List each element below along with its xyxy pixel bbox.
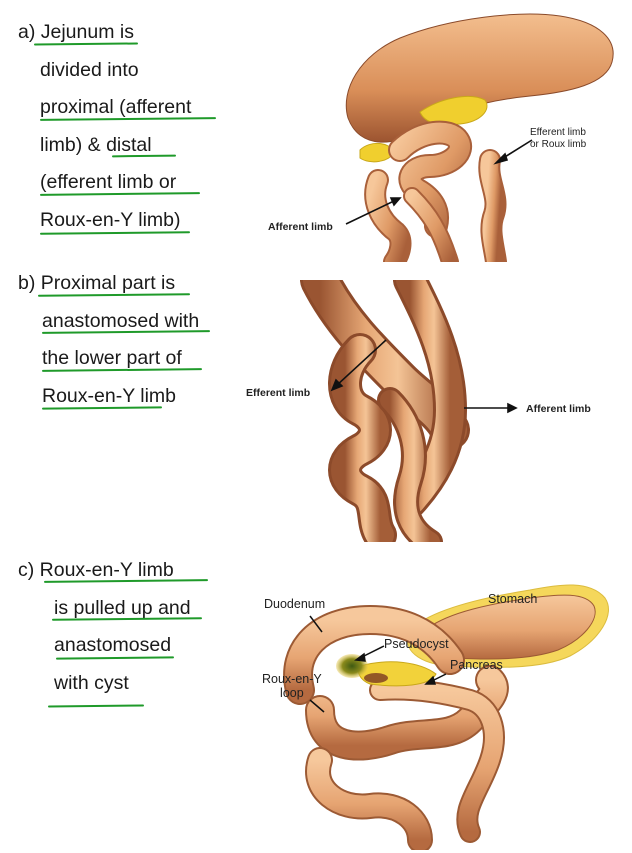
note-c-line-4: with cyst — [54, 671, 129, 694]
bowel-loops — [300, 280, 470, 542]
note-c-line-1: c) Roux-en-Y limb — [18, 559, 174, 581]
bowel-loops — [364, 120, 507, 262]
note-a-line-1: a) Jejunum is — [18, 21, 134, 43]
label-roux-en-y-loop: Roux-en-Y loop — [262, 672, 322, 700]
note-a-line-3: proximal (afferent — [40, 96, 192, 118]
label-pancreas: Pancreas — [450, 658, 503, 672]
arrow-icon — [464, 402, 518, 414]
label-afferent-limb-a: Afferent limb — [268, 221, 333, 233]
stomach-shape — [345, 13, 614, 143]
underline — [47, 704, 145, 708]
arrow-icon — [309, 699, 325, 713]
note-c-line-2: is pulled up and — [54, 596, 191, 619]
anastomosis-illustration — [300, 280, 518, 542]
arrow-icon — [345, 197, 402, 225]
note-a-line-2: divided into — [40, 58, 139, 81]
note-a: a) Jejunum is divided into proximal (aff… — [18, 14, 191, 239]
note-b: b) Proximal part is anastomosed with the… — [18, 265, 199, 415]
arrow-icon — [354, 645, 385, 662]
arrow-icon — [493, 139, 533, 165]
label-pseudocyst: Pseudocyst — [384, 637, 449, 651]
arrow-icon — [330, 339, 387, 392]
note-b-line-2: anastomosed with — [42, 309, 200, 332]
bowel-loops — [283, 604, 509, 850]
label-efferent-limb-b: Efferent limb — [246, 387, 311, 399]
note-a-line-5: (efferent limb or — [40, 171, 177, 193]
label-roux-line-1: Roux-en-Y — [262, 672, 322, 686]
label-afferent-limb-b: Afferent limb — [526, 403, 591, 415]
label-stomach: Stomach — [488, 592, 538, 606]
note-b-line-4: Roux-en-Y limb — [42, 384, 177, 407]
note-a-line-4: limb) & distal — [40, 133, 152, 156]
note-a-line-6: Roux-en-Y limb) — [40, 208, 181, 231]
note-b-line-3: the lower part of — [42, 347, 182, 369]
label-roux-line-2: loop — [280, 686, 304, 700]
label-efferent-line-1: Efferent limb — [530, 127, 586, 138]
note-c: c) Roux-en-Y limb is pulled up and anast… — [18, 552, 191, 702]
label-efferent-line-2: or Roux limb — [530, 139, 587, 150]
label-duodenum: Duodenum — [264, 597, 326, 611]
label-efferent-limb-roux: Efferent limb or Roux limb — [530, 127, 586, 151]
note-c-line-3: anastomosed — [54, 634, 172, 656]
arrow-icon — [424, 673, 447, 685]
jejunum-division-illustration — [345, 13, 614, 262]
roux-en-y-cyst-illustration — [283, 584, 609, 850]
arrow-icon — [309, 615, 323, 633]
note-b-line-1: b) Proximal part is — [18, 272, 176, 294]
